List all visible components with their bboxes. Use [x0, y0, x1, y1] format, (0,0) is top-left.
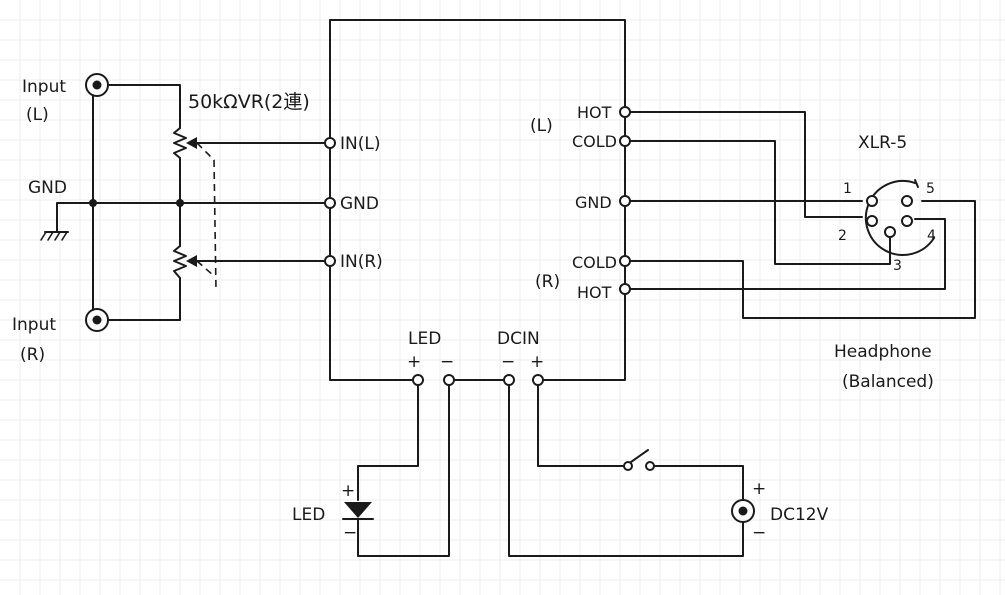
ground-symbol-icon: [40, 231, 69, 241]
dc-jack-icon: [731, 499, 755, 523]
headphone-note: (Balanced): [842, 372, 934, 392]
ground-wire: [56, 202, 331, 233]
pin-hot-r-label: HOT: [577, 283, 612, 302]
dc-plus-wire: [537, 383, 629, 467]
dcin-pin-minus: −: [501, 352, 515, 372]
pin-cold-r: [619, 255, 631, 267]
led-pin-minus: −: [440, 352, 454, 372]
pin-hot-r: [619, 283, 631, 295]
pin-dcin-plus: [532, 374, 544, 386]
junction-dot: [176, 199, 184, 207]
led-diode-icon: [342, 502, 374, 520]
pin-cold-r-label: COLD: [572, 253, 617, 272]
output-right-channel: (R): [535, 272, 560, 292]
headphone-label: Headphone: [834, 342, 932, 362]
xlr5-pin2: 2: [838, 228, 847, 244]
xlr5-pin3: 3: [893, 258, 902, 274]
pin-in-l-label: IN(L): [340, 134, 380, 154]
pin-led-minus: [443, 374, 455, 386]
cold-r-wire: [629, 200, 976, 319]
dc12v-plus-sign: +: [752, 479, 766, 499]
power-switch-icon: [623, 449, 655, 471]
led-minus-wire: [357, 383, 450, 557]
input-right-channel: (R): [20, 345, 45, 365]
ganged-pot-link: [196, 142, 217, 291]
pin-gnd-in: [324, 197, 336, 209]
pin-in-r-label: IN(R): [340, 252, 383, 272]
dc-minus-wire: [508, 383, 744, 557]
hot-r-wire: [629, 218, 946, 290]
input-left-label: Input: [22, 77, 66, 97]
pin-led-plus: [412, 374, 424, 386]
input-left-signal-wire: [107, 84, 181, 129]
input-left-channel: (L): [26, 105, 49, 125]
ganged-pot-link: [196, 260, 215, 277]
input-right-signal-wire: [107, 277, 181, 321]
pin-in-r: [324, 255, 336, 267]
led-pin-title: LED: [408, 329, 441, 349]
dc12v-minus-sign: −: [752, 523, 766, 543]
pin-gnd-out-label: GND: [575, 193, 612, 212]
led-plus-wire: [357, 383, 419, 501]
volume-label: 50kΩVR(2連): [188, 91, 310, 113]
xlr5-pin1: 1: [843, 181, 852, 197]
xlr5-title: XLR-5: [858, 133, 907, 153]
junction-dot: [89, 199, 97, 207]
volume-pot-left: [173, 127, 331, 159]
pin-cold-l: [619, 135, 631, 147]
pin-in-l: [324, 137, 336, 149]
dcin-pin-title: DCIN: [497, 329, 540, 349]
output-left-channel: (L): [530, 116, 553, 136]
pin-cold-l-label: COLD: [572, 132, 617, 151]
led-pin-plus: +: [407, 352, 421, 372]
pin-dcin-minus: [503, 374, 515, 386]
led-label: LED: [292, 505, 325, 525]
xlr5-pin4: 4: [927, 228, 936, 244]
input-jack-left: [85, 73, 109, 97]
dc-switch-wire: [649, 465, 744, 501]
led-plus-sign: +: [341, 481, 355, 501]
xlr5-pin5: 5: [926, 181, 935, 197]
gnd-label: GND: [28, 178, 67, 198]
pin-hot-l: [619, 106, 631, 118]
dcin-pin-plus: +: [530, 352, 544, 372]
xlr5-connector-icon: [864, 179, 935, 256]
dc12v-label: DC12V: [770, 505, 829, 525]
led-minus-sign: −: [343, 523, 357, 543]
input-right-label: Input: [12, 315, 56, 335]
hot-l-wire: [629, 111, 863, 218]
pin-gnd-out: [619, 195, 631, 207]
pin-gnd-label: GND: [340, 194, 379, 214]
pin-hot-l-label: HOT: [577, 103, 612, 122]
